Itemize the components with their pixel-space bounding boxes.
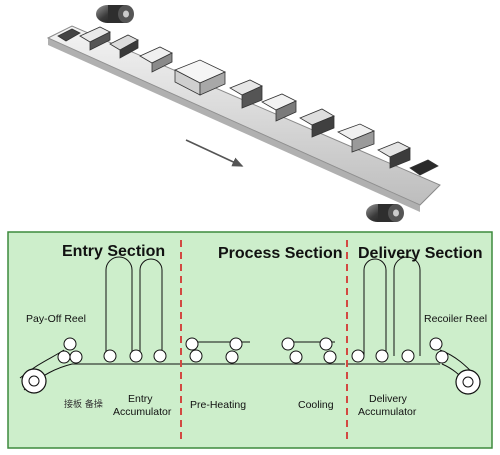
rolls <box>57 337 449 364</box>
entry-section-title: Entry Section <box>62 243 165 260</box>
strip-path <box>19 256 477 391</box>
recoiler-reel <box>455 369 481 395</box>
chinese-note-label: 接板 备操 <box>64 398 103 410</box>
entry-equipment-3d <box>57 26 173 73</box>
schematic-panel: Entry Section Process Section Delivery S… <box>7 231 493 449</box>
recoiler-reel-label: Recoiler Reel <box>424 313 487 325</box>
payoff-coil-3d <box>96 5 134 23</box>
schematic-background <box>7 231 493 449</box>
entry-accumulator-label-line2: Accumulator <box>113 406 172 418</box>
payoff-reel <box>21 368 47 394</box>
recoiler-coil-3d <box>366 204 404 222</box>
delivery-section-title: Delivery Section <box>358 245 483 262</box>
line-base <box>46 25 441 206</box>
line-base-side <box>48 38 420 212</box>
pre-heating-label: Pre-Heating <box>190 399 246 411</box>
isometric-line-illustration <box>46 5 441 222</box>
process-furnace-3d <box>174 59 297 122</box>
payoff-reel-label: Pay-Off Reel <box>26 313 86 325</box>
cooling-label: Cooling <box>298 399 334 411</box>
process-section-title: Process Section <box>218 245 343 262</box>
delivery-accumulator-label-line1: Delivery <box>369 393 408 405</box>
flow-direction-arrow <box>185 139 244 167</box>
delivery-equipment-3d <box>299 108 439 176</box>
delivery-accumulator-label-line2: Accumulator <box>358 406 417 418</box>
entry-accumulator-label-line1: Entry <box>128 393 153 405</box>
